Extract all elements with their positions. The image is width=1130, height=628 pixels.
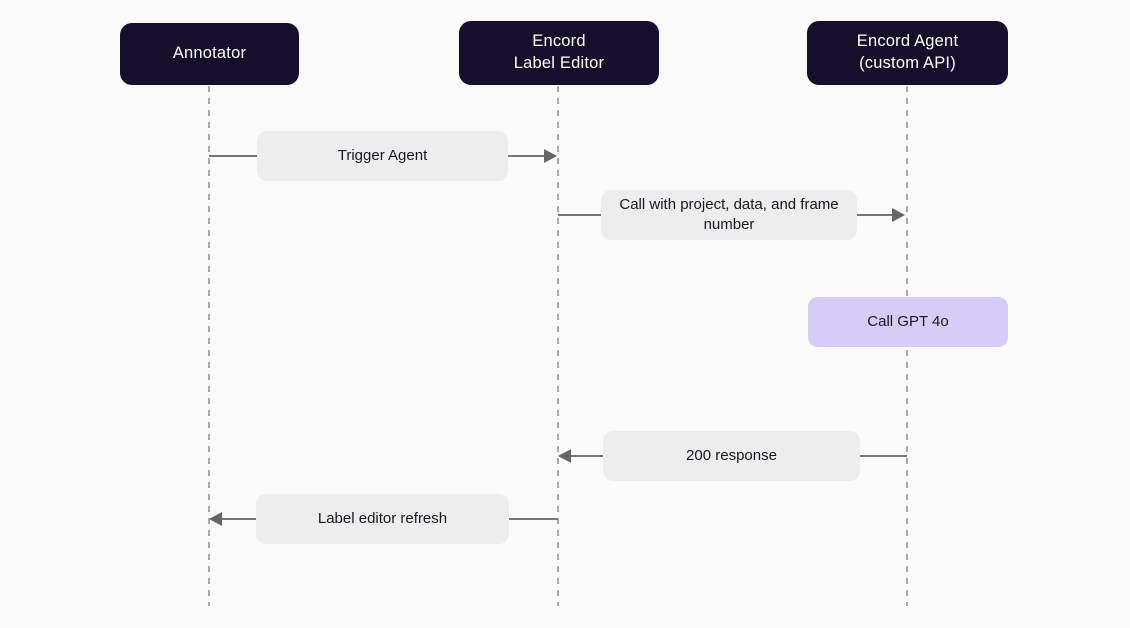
message-label-call-with-project: Call with project, data, and frame numbe… [601,190,857,240]
lifeline-annotator [208,86,210,606]
actor-box-annotator: Annotator [120,23,299,85]
actor-box-encord-label-editor: Encord Label Editor [459,21,659,85]
message-label-trigger-agent: Trigger Agent [257,131,508,181]
arrow-right-icon [544,149,557,163]
message-label-200-response: 200 response [603,431,860,481]
arrow-left-icon [209,512,222,526]
arrow-right-icon [892,208,905,222]
actor-box-encord-agent: Encord Agent (custom API) [807,21,1008,85]
arrow-left-icon [558,449,571,463]
lifeline-encord-label-editor [557,86,559,606]
self-action-label-call-gpt-4o: Call GPT 4o [808,297,1008,347]
message-label-label-editor-refresh: Label editor refresh [256,494,509,544]
